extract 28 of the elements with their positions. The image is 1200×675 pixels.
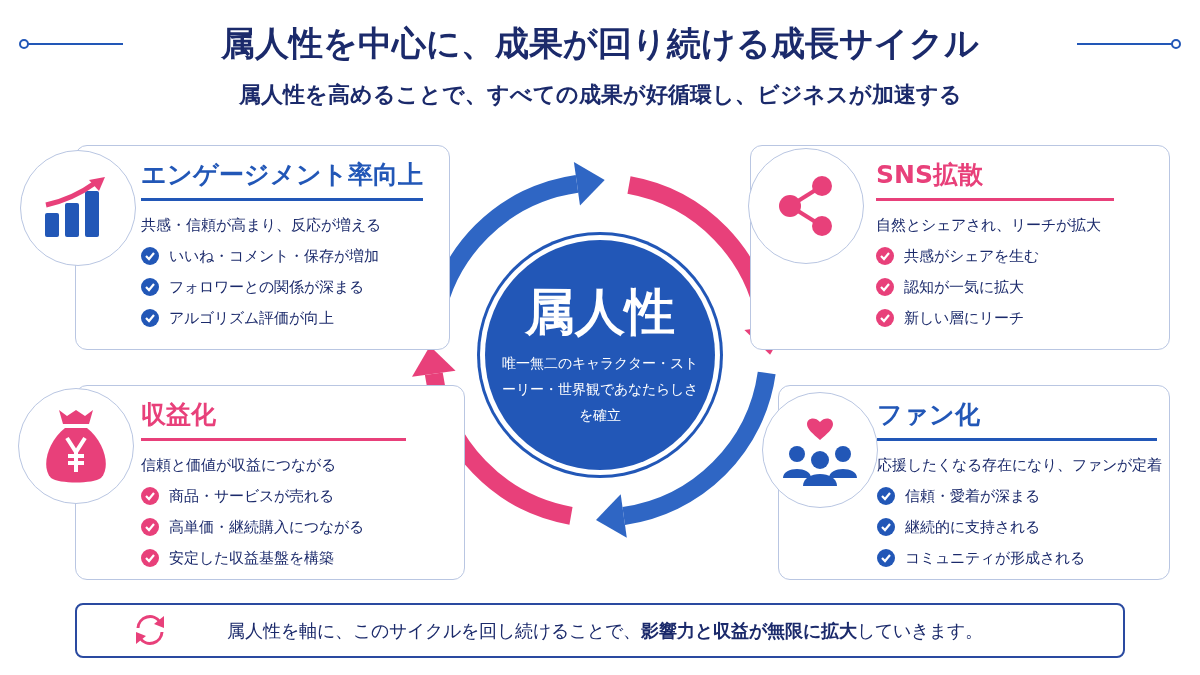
card-heading: SNS拡散: [876, 160, 1114, 201]
card-description: 信頼と価値が収益につながる: [141, 455, 336, 475]
list-item: 認知が一気に拡大: [904, 277, 1024, 297]
card-heading: エンゲージメント率向上: [141, 160, 423, 201]
summary-text: 属人性を軸に、このサイクルを回し続けることで、影響力と収益が無限に拡大していきます。: [227, 618, 983, 643]
card-description: 自然とシェアされ、リーチが拡大: [876, 215, 1101, 235]
card-heading: ファン化: [877, 400, 1157, 441]
summary-banner: [75, 603, 1125, 658]
title: 属人性を中心に、成果が回り続ける成長サイクル: [221, 22, 979, 65]
list-item: 商品・サービスが売れる: [169, 486, 334, 506]
list-item: コミュニティが形成される: [905, 548, 1085, 568]
list-item: 安定した収益基盤を構築: [169, 548, 334, 568]
list-item: 新しい層にリーチ: [904, 308, 1024, 328]
list-item: アルゴリズム評価が向上: [169, 308, 334, 328]
list-item: 高単価・継続購入につながる: [169, 517, 364, 537]
card-description: 応援したくなる存在になり、ファンが定着: [877, 455, 1162, 475]
center-heading: 属人性: [525, 282, 675, 342]
list-item: 共感がシェアを生む: [904, 246, 1039, 266]
list-item: 信頼・愛着が深まる: [905, 486, 1040, 506]
list-item: いいね・コメント・保存が増加: [169, 246, 379, 266]
list-item: フォロワーとの関係が深まる: [169, 277, 364, 297]
card-heading: 収益化: [141, 400, 406, 441]
subtitle: 属人性を高めることで、すべての成果が好循環し、ビジネスが加速する: [238, 81, 962, 109]
list-item: 継続的に支持される: [905, 517, 1040, 537]
info-card: [75, 145, 450, 350]
info-card: [75, 385, 465, 580]
card-description: 共感・信頼が高まり、反応が増える: [141, 215, 381, 235]
center-description: 唯一無二のキャラクター・ストーリー・世界観であなたらしさを確立: [501, 354, 699, 425]
